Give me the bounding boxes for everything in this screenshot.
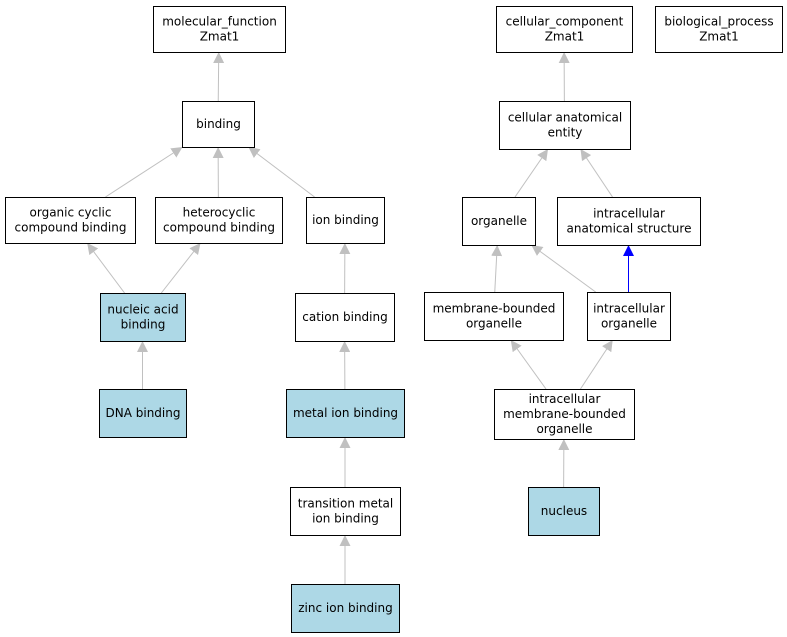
node-ion-binding: ion binding: [306, 197, 385, 244]
edge-organelle-to-cellular-anatomical: [514, 148, 549, 198]
edge-intracellular-organelle-to-organelle: [531, 244, 596, 293]
node-label: DNA binding: [106, 406, 181, 420]
node-label: binding: [196, 117, 241, 131]
node-label: nucleic acid: [107, 303, 178, 317]
node-box: [182, 101, 255, 148]
node-label: cellular_component: [506, 15, 624, 29]
node-label: anatomical structure: [567, 222, 692, 236]
node-box: [462, 197, 536, 246]
edge-binding-to-molecular-function: [213, 51, 225, 102]
node-label: compound binding: [163, 221, 275, 235]
node-box: [557, 197, 701, 246]
edge-organic-cyclic-to-binding: [105, 146, 183, 198]
node-label: membrane-bounded: [433, 302, 556, 316]
node-box: [295, 293, 395, 342]
node-organelle: organelle: [462, 197, 536, 246]
node-label: cation binding: [302, 310, 387, 324]
edge-membrane-bounded-to-organelle: [491, 244, 503, 293]
node-box: [155, 197, 283, 244]
edges-layer: [86, 51, 634, 584]
node-metal-ion: metal ion binding: [286, 389, 405, 438]
node-box: [153, 6, 286, 53]
node-label: membrane-bounded: [503, 407, 626, 421]
node-box: [291, 584, 400, 633]
node-box: [286, 389, 405, 438]
node-box: [99, 389, 187, 438]
edge-ion-binding-to-binding: [248, 146, 315, 198]
node-box: [424, 292, 564, 341]
node-box: [655, 6, 783, 53]
node-box: [100, 293, 186, 342]
node-label: nucleus: [541, 504, 587, 518]
node-label: metal ion binding: [293, 406, 398, 420]
node-label: organelle: [536, 422, 592, 436]
node-label: zinc ion binding: [298, 601, 392, 615]
node-label: intracellular: [593, 302, 665, 316]
node-label: biological_process: [664, 15, 773, 29]
node-label: intracellular: [593, 207, 665, 221]
node-zinc-ion: zinc ion binding: [291, 584, 400, 633]
node-label: Zmat1: [699, 30, 739, 44]
node-label: heterocyclic: [183, 206, 256, 220]
node-label: ion binding: [312, 512, 379, 526]
node-label: molecular_function: [162, 15, 277, 29]
node-label: ion binding: [312, 213, 379, 227]
node-box: [290, 487, 401, 536]
node-label: transition metal: [298, 497, 393, 511]
node-label: Zmat1: [545, 30, 585, 44]
node-box: [496, 6, 633, 53]
node-box: [587, 292, 671, 341]
node-label: Zmat1: [200, 30, 240, 44]
node-label: binding: [121, 318, 166, 332]
node-box: [5, 197, 136, 244]
edge-nucleic-acid-to-heterocyclic: [160, 242, 201, 294]
node-label: entity: [548, 126, 583, 140]
node-box: [494, 389, 635, 440]
node-binding: binding: [182, 101, 255, 148]
node-dna-binding: DNA binding: [99, 389, 187, 438]
node-cation-binding: cation binding: [295, 293, 395, 342]
node-nucleus: nucleus: [528, 487, 600, 536]
edge-intracellular-membrane-to-intracellular-organelle: [580, 339, 614, 390]
edge-intracellular-membrane-to-membrane-bounded: [510, 339, 547, 390]
edge-intracellular-anatomical-to-cellular-anatomical: [580, 148, 613, 198]
node-label: cellular anatomical: [508, 111, 622, 125]
node-label: organic cyclic: [30, 206, 112, 220]
node-label: organelle: [601, 317, 657, 331]
node-label: compound binding: [15, 221, 127, 235]
node-label: organelle: [471, 214, 527, 228]
node-box: [528, 487, 600, 536]
node-label: intracellular: [529, 392, 601, 406]
node-box: [499, 101, 631, 150]
edge-nucleic-acid-to-organic-cyclic: [86, 242, 125, 294]
node-label: organelle: [466, 317, 522, 331]
node-box: [306, 197, 385, 244]
